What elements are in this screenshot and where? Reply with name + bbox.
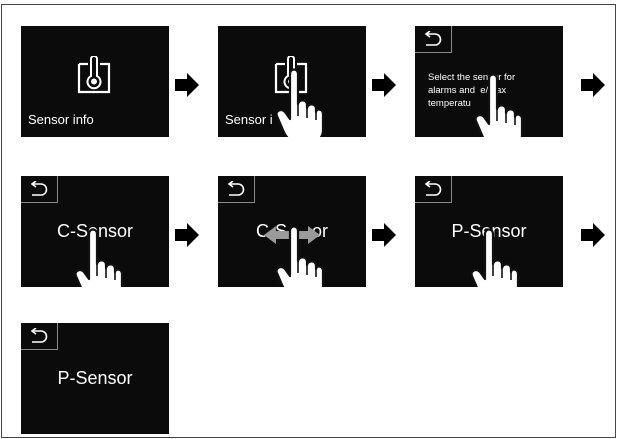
back-button — [21, 176, 58, 203]
thermometer-icon — [77, 56, 111, 94]
back-button — [21, 323, 58, 350]
back-icon — [424, 31, 442, 46]
screen-sensor-info: Sensor info — [21, 26, 169, 137]
back-button — [415, 176, 452, 203]
right-arrow-icon — [372, 73, 396, 97]
back-button — [218, 176, 255, 203]
screen-p-sensor-selected: P-Sensor — [21, 323, 169, 434]
hand-pointer-icon — [75, 228, 123, 287]
right-arrow-icon — [372, 223, 396, 247]
hand-pointer-icon — [475, 73, 523, 137]
screen-label: Sensor info — [28, 112, 94, 127]
back-icon — [30, 181, 48, 196]
right-arrow-icon — [581, 223, 605, 247]
screen-p-sensor-tap: P-Sensor — [415, 176, 563, 287]
hand-pointer-icon — [276, 68, 324, 137]
screen-sensor-info-tap: Sensor i — [218, 26, 366, 137]
hand-pointer-icon — [471, 228, 519, 287]
back-icon — [30, 328, 48, 343]
back-icon — [227, 181, 245, 196]
right-arrow-icon — [175, 73, 199, 97]
screen-swipe: C-S or — [218, 176, 366, 287]
screen-label: Sensor i — [225, 112, 273, 127]
screen-select-sensor: Select the sensor for alarms and e/max t… — [415, 26, 563, 137]
back-button — [415, 26, 452, 53]
hand-pointer-icon — [276, 225, 324, 287]
diagram-frame: Sensor info Sensor i Select the sensor f… — [1, 4, 616, 438]
screen-c-sensor-tap: C-Sensor — [21, 176, 169, 287]
right-arrow-icon — [581, 73, 605, 97]
right-arrow-icon — [175, 223, 199, 247]
back-icon — [424, 181, 442, 196]
sensor-name: P-Sensor — [57, 368, 133, 388]
